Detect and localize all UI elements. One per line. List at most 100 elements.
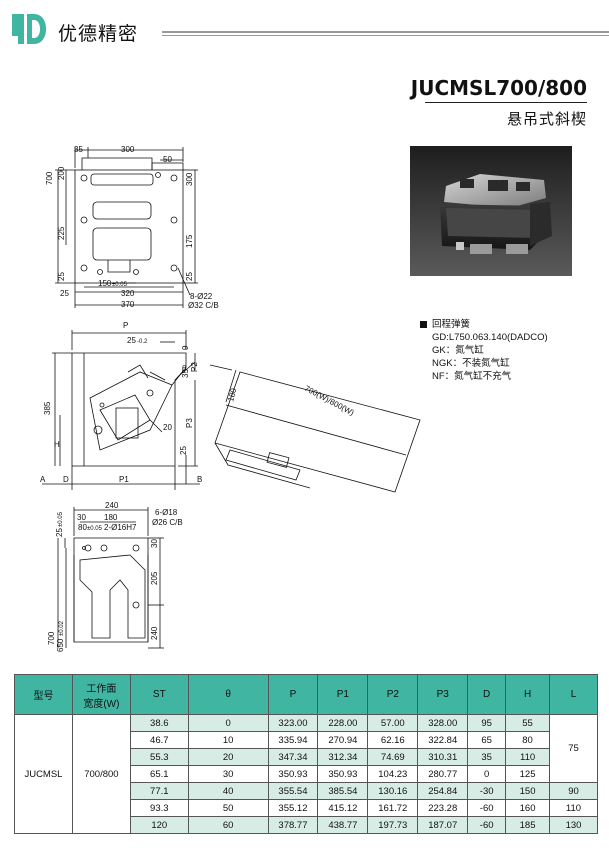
header-p: P [267, 674, 319, 715]
header-p3: P3 [417, 674, 469, 715]
cell-h: 55 [505, 714, 551, 732]
cell-theta: 20 [187, 748, 269, 766]
cell-l: 110 [549, 799, 598, 817]
dim-P1: P1 [119, 475, 129, 484]
dim-80-tol: ±0.05 [87, 526, 103, 532]
dim-20: 20 [163, 423, 172, 432]
cell-theta: 10 [187, 731, 269, 749]
theta-label: θ [182, 364, 187, 373]
table-row: JUCMSL 700/800 38.6 0 323.00 228.00 57.0… [14, 714, 598, 834]
cell-h: 110 [505, 748, 551, 766]
dim-650-tol: ±0.02 [59, 620, 65, 636]
dim-H: H [54, 440, 60, 449]
cell-st: 46.7 [129, 731, 189, 749]
dim-D: D [63, 475, 69, 484]
cell-p2: 130.16 [367, 782, 419, 800]
cell-p: 347.34 [267, 748, 319, 766]
header-d: D [467, 674, 507, 715]
table-header-row: 型号 工作面宽度(W) ST θ P P1 P2 P3 D H L [14, 674, 598, 715]
dim-180: 180 [104, 513, 118, 522]
dim-25a: 25 [57, 272, 66, 281]
dim-240: 240 [105, 501, 119, 510]
legend-item: GD:L750.063.140(DADCO) [432, 332, 548, 343]
dim-35: 35 [74, 145, 83, 154]
dim-30: 30 [77, 513, 86, 522]
dim-225: 225 [57, 226, 66, 240]
header-st: ST [129, 674, 189, 715]
dim-25b: 25 [185, 272, 194, 281]
cell-p1: 385.54 [317, 782, 369, 800]
cell-l: 90 [549, 782, 598, 800]
brand-name: 优德精密 [58, 23, 139, 45]
dim-150: 150 [98, 279, 112, 288]
legend-title: 回程弹簧 [432, 319, 471, 330]
cell-p1: 312.34 [317, 748, 369, 766]
dim-205: 205 [150, 571, 159, 585]
cell-theta: 0 [187, 714, 269, 732]
cell-p2: 74.69 [367, 748, 419, 766]
table-row: 93.3 50 355.12 415.12 161.72 223.28 -60 … [15, 799, 598, 817]
cell-p3: 328.00 [417, 714, 469, 732]
cell-p3: 223.28 [417, 799, 469, 817]
spring-legend: 回程弹簧 GD:L750.063.140(DADCO) GK：氮气缸 NGK：不… [420, 318, 548, 383]
cell-l: 130 [549, 816, 598, 834]
jd-logo [12, 14, 46, 44]
cell-theta: 40 [187, 782, 269, 800]
legend-item: NGK：不装氮气缸 [432, 358, 510, 369]
dim-370: 370 [121, 300, 135, 309]
dim-150-tol: ±0.05 [112, 282, 128, 288]
dim-385: 385 [43, 401, 52, 415]
cell-p3: 322.84 [417, 731, 469, 749]
cell-h: 160 [505, 799, 551, 817]
dim-180: 180 [226, 387, 238, 403]
header-p2: P2 [367, 674, 419, 715]
cell-d: 65 [467, 731, 507, 749]
dim-pins: 2-Ø16H7 [104, 523, 137, 532]
cell-h: 150 [505, 782, 551, 800]
legend-item: GK：氮气缸 [432, 345, 484, 356]
dim-9: 9 [181, 345, 190, 350]
header-p1: P1 [317, 674, 369, 715]
dim-200: 200 [57, 166, 66, 180]
cell-model: JUCMSL [14, 714, 73, 834]
header-model: 型号 [14, 674, 73, 715]
product-model: JUCMSL700/800 [410, 76, 587, 100]
dim-cbore: Ø32 C/B [188, 301, 219, 310]
cell-st: 38.6 [129, 714, 189, 732]
dim-300r: 300 [185, 172, 194, 186]
cell-theta: 30 [187, 765, 269, 783]
dim-80: 80 [78, 523, 87, 532]
cell-st: 93.3 [129, 799, 189, 817]
dim-25c: 25 [60, 289, 69, 298]
dim-holes: 8-Ø22 [190, 292, 213, 301]
cell-st: 65.1 [129, 765, 189, 783]
cell-p: 355.54 [267, 782, 319, 800]
cell-d: -30 [467, 782, 507, 800]
cell-p: 350.93 [267, 765, 319, 783]
dim-25-tol: ±0.05 [58, 511, 64, 527]
legend-title-row: 回程弹簧 [420, 318, 548, 331]
dim-30r: 30 [150, 539, 159, 548]
header-width: 工作面宽度(W) [71, 674, 131, 715]
dim-holes: 6-Ø18 [155, 508, 178, 517]
legend-item: NF：氮气缸不充气 [432, 371, 512, 382]
header-l: L [549, 674, 598, 715]
cell-p1: 438.77 [317, 816, 369, 834]
dim-25: 25 [55, 528, 64, 537]
cell-d: 35 [467, 748, 507, 766]
cell-h: 185 [505, 816, 551, 834]
cell-d: 0 [467, 765, 507, 783]
table-row: 120 60 378.77 438.77 197.73 187.07 -60 1… [15, 816, 598, 834]
label-A: A [40, 475, 46, 484]
dim-650: 650 [56, 638, 65, 652]
product-subtitle: 悬吊式斜楔 [506, 110, 587, 128]
cell-p2: 62.16 [367, 731, 419, 749]
dim-320: 320 [121, 289, 135, 298]
cell-p2: 104.23 [367, 765, 419, 783]
dim-P: P [123, 321, 128, 330]
model-rule [425, 102, 587, 103]
cell-p2: 57.00 [367, 714, 419, 732]
cell-d: -60 [467, 816, 507, 834]
cell-p2: 161.72 [367, 799, 419, 817]
dim-25: 25 [127, 336, 136, 345]
